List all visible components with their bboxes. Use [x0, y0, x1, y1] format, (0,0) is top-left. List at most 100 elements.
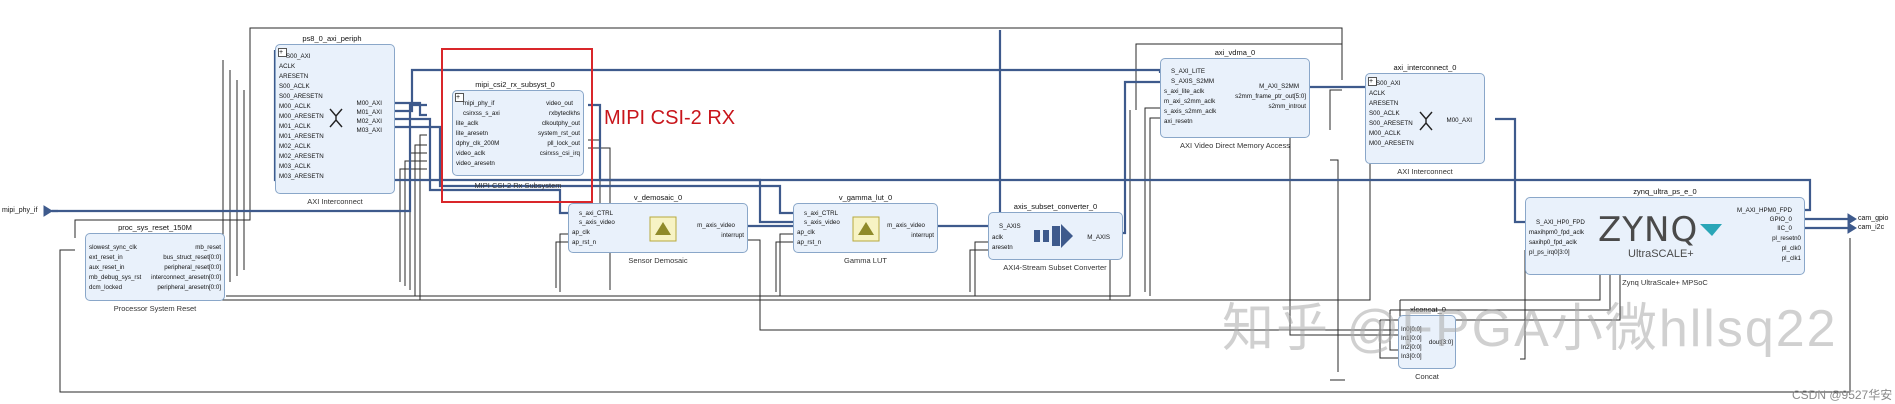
port[interactable]: M00_AXI: [1446, 117, 1472, 124]
port[interactable]: ap_rst_n: [572, 239, 597, 246]
mipi-csi2-rx-block[interactable]: + mipi_phy_if csirxss_s_axi lite_aclk li…: [452, 90, 584, 176]
port[interactable]: rxbyteclkhs: [549, 110, 580, 117]
ext-port-cam-i2c[interactable]: cam_i2c: [1858, 224, 1885, 231]
port[interactable]: M00_ACLK: [279, 103, 311, 110]
ext-port-cam-gpio[interactable]: cam_gpio: [1858, 215, 1889, 222]
port[interactable]: S_AXI_LITE: [1171, 68, 1206, 75]
v-demosaic-block[interactable]: s_axi_CTRL s_axis_video ap_clk ap_rst_n …: [568, 203, 748, 253]
zynq-ultra-ps-block[interactable]: S_AXI_HP0_FPD maxihpm0_fpd_aclk saxihp0_…: [1525, 197, 1805, 275]
port[interactable]: video_aresetn: [456, 160, 495, 167]
proc-sys-reset-block[interactable]: slowest_sync_clk ext_reset_in aux_reset_…: [85, 233, 225, 301]
port[interactable]: saxihp0_fpd_aclk: [1529, 239, 1577, 246]
port[interactable]: ARESETN: [1369, 100, 1399, 107]
port[interactable]: S00_AXI: [1376, 80, 1401, 87]
port[interactable]: M_AXI_S2MM: [1259, 83, 1299, 90]
port[interactable]: M_AXIS: [1087, 234, 1110, 241]
port[interactable]: M00_ARESETN: [1369, 140, 1414, 147]
port[interactable]: S00_ARESETN: [279, 93, 323, 100]
port[interactable]: M03_ACLK: [279, 163, 311, 170]
port[interactable]: pl_clk1: [1781, 255, 1801, 262]
port[interactable]: csirxss_s_axi: [463, 110, 500, 117]
axi-vdma-block[interactable]: S_AXI_LITE S_AXIS_S2MM s_axi_lite_aclk m…: [1160, 58, 1310, 138]
port[interactable]: pl_ps_irq0[3:0]: [1529, 249, 1570, 256]
expand-icon[interactable]: +: [278, 48, 287, 57]
port[interactable]: In2[0:0]: [1401, 344, 1422, 351]
port[interactable]: S00_ACLK: [279, 83, 310, 90]
port[interactable]: ACLK: [1369, 90, 1386, 97]
ext-port-mipi-phy-if[interactable]: mipi_phy_if: [2, 207, 38, 214]
port[interactable]: system_rst_out: [538, 130, 580, 137]
port[interactable]: GPIO_0: [1769, 216, 1792, 223]
port[interactable]: dcm_locked: [89, 284, 123, 291]
port[interactable]: axi_resetn: [1164, 118, 1193, 125]
port[interactable]: In0[0:0]: [1401, 326, 1422, 333]
port[interactable]: M00_ARESETN: [279, 113, 324, 120]
port[interactable]: aclk: [992, 234, 1004, 241]
port[interactable]: ARESETN: [279, 73, 309, 80]
port[interactable]: m_axis_video: [887, 222, 925, 229]
port[interactable]: m_axi_s2mm_aclk: [1164, 98, 1216, 105]
port[interactable]: M02_ACLK: [279, 143, 311, 150]
port[interactable]: s_axi_lite_aclk: [1164, 88, 1205, 95]
port[interactable]: S_AXIS: [999, 223, 1021, 230]
port[interactable]: csirxss_csi_irq: [539, 150, 580, 157]
xlconcat-block[interactable]: In0[0:0] In1[0:0] In2[0:0] In3[0:0] dout…: [1398, 315, 1456, 369]
port[interactable]: M00_AXI: [356, 100, 382, 107]
port[interactable]: M00_ACLK: [1369, 130, 1401, 137]
port[interactable]: ap_rst_n: [797, 239, 822, 246]
port[interactable]: M_AXI_HPM0_FPD: [1736, 207, 1792, 214]
port[interactable]: M01_AXI: [356, 109, 382, 116]
expand-icon[interactable]: +: [1368, 77, 1377, 86]
port[interactable]: s_axi_CTRL: [804, 210, 839, 217]
port[interactable]: IIC_0: [1777, 225, 1792, 232]
port[interactable]: M02_ARESETN: [279, 153, 324, 160]
port[interactable]: bus_struct_reset[0:0]: [163, 254, 221, 261]
port[interactable]: s2mm_introut: [1268, 103, 1306, 110]
port[interactable]: peripheral_aresetn[0:0]: [157, 284, 221, 291]
port[interactable]: peripheral_reset[0:0]: [164, 264, 221, 271]
port[interactable]: interrupt: [911, 232, 934, 239]
port[interactable]: s_axis_s2mm_aclk: [1164, 108, 1217, 115]
port[interactable]: lite_aclk: [456, 120, 479, 127]
port[interactable]: In1[0:0]: [1401, 335, 1422, 342]
port[interactable]: pl_resetn0: [1772, 235, 1801, 242]
expand-icon[interactable]: +: [455, 93, 464, 102]
port[interactable]: interconnect_aresetn[0:0]: [151, 274, 221, 281]
port[interactable]: clkoutphy_out: [541, 120, 580, 127]
port[interactable]: slowest_sync_clk: [89, 244, 137, 251]
port[interactable]: S_AXIS_S2MM: [1171, 78, 1214, 85]
port[interactable]: S00_ACLK: [1369, 110, 1400, 117]
port[interactable]: dout[3:0]: [1428, 339, 1453, 346]
port[interactable]: aresetn: [992, 244, 1013, 251]
port[interactable]: lite_aresetn: [456, 130, 488, 137]
port[interactable]: In3[0:0]: [1401, 353, 1422, 360]
port[interactable]: aux_reset_in: [89, 264, 125, 271]
port[interactable]: m_axis_video: [697, 222, 735, 229]
port[interactable]: s_axis_video: [579, 219, 615, 226]
v-gamma-lut-block[interactable]: s_axi_CTRL s_axis_video ap_clk ap_rst_n …: [793, 203, 938, 253]
port[interactable]: S00_ARESETN: [1369, 120, 1413, 127]
port[interactable]: maxihpm0_fpd_aclk: [1529, 229, 1585, 236]
port[interactable]: s_axis_video: [804, 219, 840, 226]
port[interactable]: M03_AXI: [356, 127, 382, 134]
port[interactable]: S_AXI_HP0_FPD: [1536, 219, 1585, 226]
port[interactable]: video_aclk: [456, 150, 486, 157]
port[interactable]: M01_ARESETN: [279, 133, 324, 140]
port[interactable]: M03_ARESETN: [279, 173, 324, 180]
axis-subset-converter-block[interactable]: S_AXIS aclk aresetn M_AXIS: [988, 212, 1123, 260]
port[interactable]: s2mm_frame_ptr_out[5:0]: [1235, 93, 1306, 100]
port[interactable]: ap_clk: [572, 229, 590, 236]
port[interactable]: ap_clk: [797, 229, 815, 236]
port[interactable]: interrupt: [721, 232, 744, 239]
port[interactable]: M02_AXI: [356, 118, 382, 125]
port[interactable]: M01_ACLK: [279, 123, 311, 130]
port[interactable]: pl_clk0: [1781, 245, 1801, 252]
port[interactable]: mipi_phy_if: [463, 100, 495, 107]
port[interactable]: mb_debug_sys_rst: [89, 274, 142, 281]
port[interactable]: video_out: [546, 100, 573, 107]
port[interactable]: ACLK: [279, 63, 296, 70]
port[interactable]: pll_lock_out: [547, 140, 580, 147]
port[interactable]: mb_reset: [195, 244, 221, 251]
axi-interconnect-block[interactable]: + S00_AXI ACLK ARESETN S00_ACLK S00_ARES…: [1365, 73, 1485, 164]
port[interactable]: dphy_clk_200M: [456, 140, 500, 147]
